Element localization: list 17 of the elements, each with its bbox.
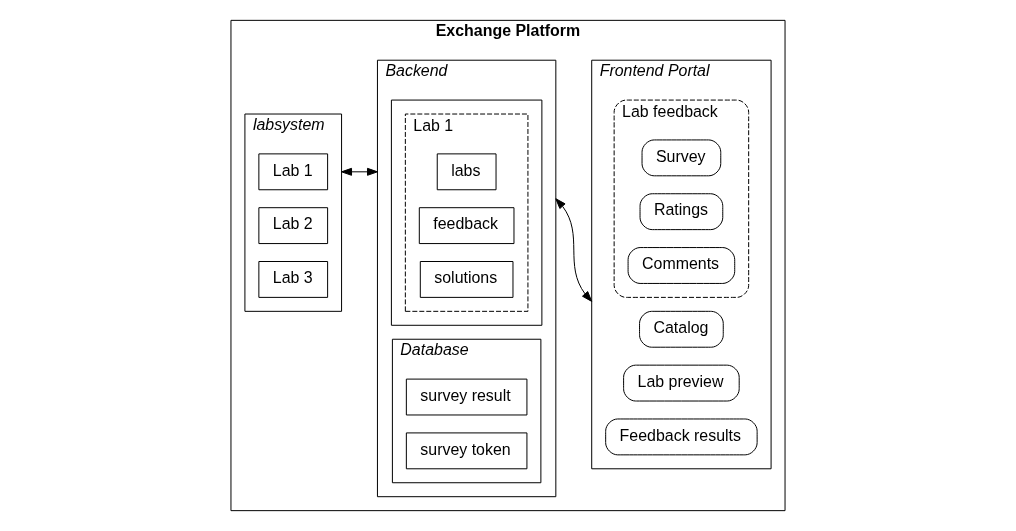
- node-box: Lab 2: [258, 207, 329, 245]
- node-box: Lab 3: [258, 261, 329, 298]
- node-box: survey token: [405, 432, 528, 470]
- cluster: [390, 99, 543, 326]
- node-box: Feedback results: [605, 418, 758, 456]
- node-box: Comments: [627, 247, 736, 284]
- node-box: Lab 1: [258, 153, 329, 191]
- node-box: Ratings: [639, 193, 724, 231]
- node-box: solutions: [419, 261, 514, 298]
- node-box: labs: [436, 153, 497, 191]
- node-box: Lab preview: [623, 364, 740, 402]
- node-box: Survey: [641, 139, 722, 177]
- arrow: [341, 167, 378, 176]
- node-box: feedback: [418, 207, 515, 245]
- node-box: survey result: [405, 378, 528, 416]
- arrow: [555, 198, 593, 302]
- node-box: Catalog: [639, 310, 724, 348]
